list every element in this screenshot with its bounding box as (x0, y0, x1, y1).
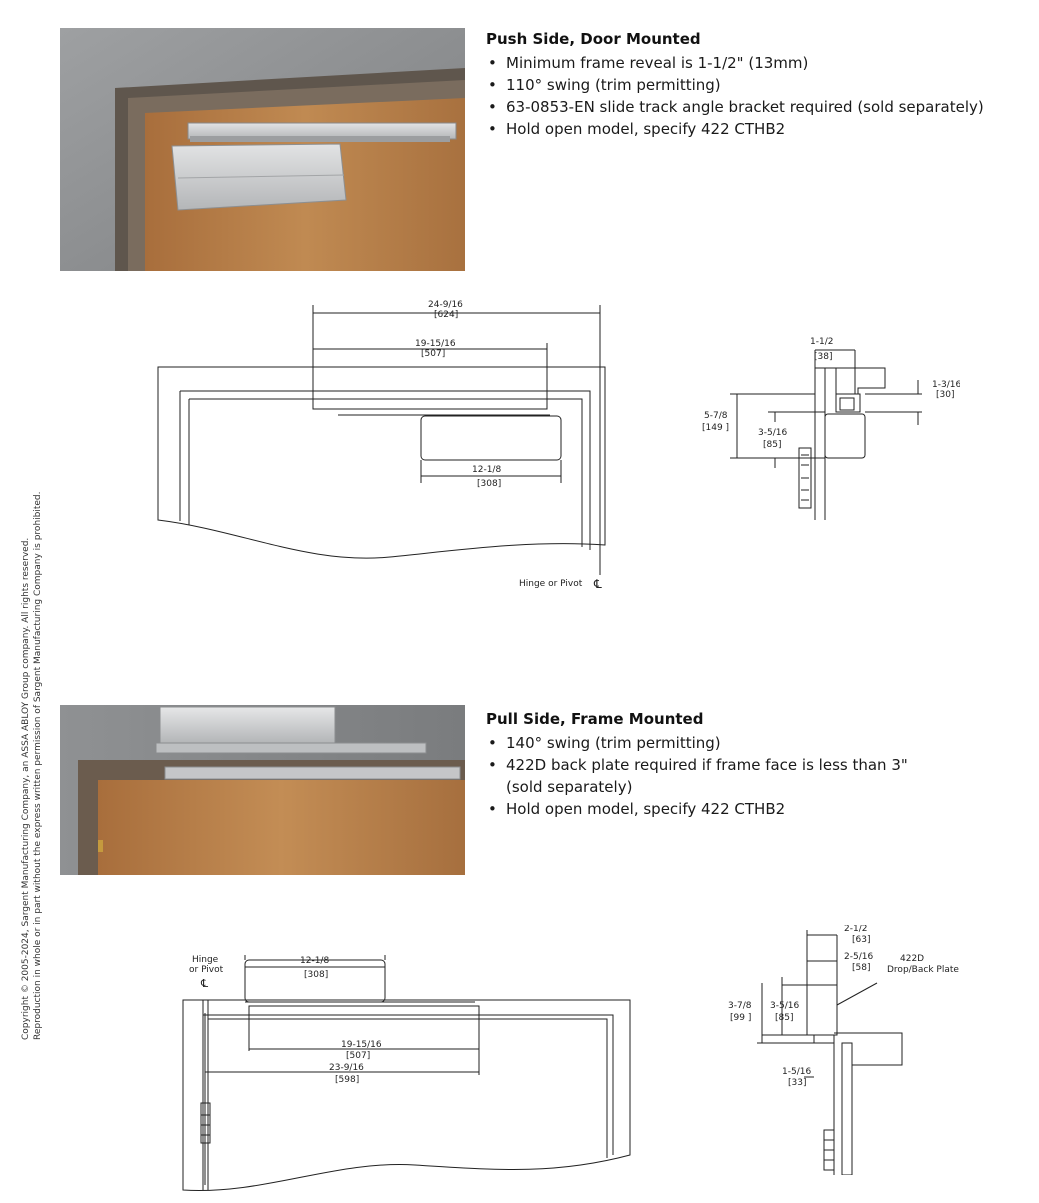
dim-d: 3-5/16 (770, 1001, 799, 1011)
dim-overall-mm: [598] (335, 1075, 359, 1085)
dim-c-mm: [149 ] (702, 423, 729, 433)
dim-closer: 12-1/8 (472, 465, 501, 475)
dim-a-mm: [63] (852, 935, 870, 945)
dim-d: 3-5/16 (758, 428, 787, 438)
dim-overall-mm: [624] (434, 310, 458, 320)
list-item-continuation: (sold separately) (506, 778, 633, 796)
list-item-text: 422D back plate required if frame face i… (506, 756, 908, 774)
dim-track: 19-15/16 (415, 339, 456, 349)
dim-track: 19-15/16 (341, 1040, 382, 1050)
push-side-elevation-drawing: 24-9/16 [624] 19-15/16 [507] 12-1/8 [308… (157, 300, 606, 591)
plate-label-2: Drop/Back Plate (887, 965, 959, 975)
pull-side-elevation-drawing: Hinge or Pivot ℄ 12-1/8 [308] 19-15/16 [… (182, 955, 631, 1191)
push-side-bullets: Minimum frame reveal is 1-1/2" (13mm) 11… (486, 52, 1031, 140)
pull-side-title: Pull Side, Frame Mounted (486, 710, 704, 728)
dim-e: 1-5/16 (782, 1067, 811, 1077)
dim-c: 5-7/8 (704, 411, 728, 421)
dim-e-mm: [33] (788, 1078, 806, 1088)
list-item: Hold open model, specify 422 CTHB2 (486, 118, 1031, 140)
dim-track-mm: [507] (421, 349, 445, 359)
dim-closer: 12-1/8 (300, 956, 329, 966)
copyright-notice: Copyright © 2005-2024, Sargent Manufactu… (20, 491, 60, 1041)
list-item: 422D back plate required if frame face i… (486, 754, 1031, 798)
dim-closer-mm: [308] (304, 970, 328, 980)
dim-track-mm: [507] (346, 1051, 370, 1061)
dim-b-mm: [58] (852, 963, 870, 973)
dim-d-mm: [85] (763, 440, 781, 450)
dim-a: 2-1/2 (844, 925, 867, 934)
hinge-label-1: Hinge (192, 955, 219, 965)
dim-c-mm: [99 ] (730, 1013, 751, 1023)
list-item: 63-0853-EN slide track angle bracket req… (486, 96, 1031, 118)
copyright-line-1: Copyright © 2005-2024, Sargent Manufactu… (21, 537, 31, 1040)
list-item: 140° swing (trim permitting) (486, 732, 1031, 754)
hinge-label: Hinge or Pivot (519, 579, 583, 589)
dim-overall: 24-9/16 (428, 300, 463, 310)
dim-overall: 23-9/16 (329, 1063, 364, 1073)
dim-d-mm: [85] (775, 1013, 793, 1023)
list-item: Minimum frame reveal is 1-1/2" (13mm) (486, 52, 1031, 74)
push-side-section-drawing: 1-1/2 [38] 1-3/16 [30] 5-7/8 [149 ] 3-5/… (702, 337, 960, 520)
pull-side-section-drawing: 2-1/2 [63] 2-5/16 [58] 422D Drop/Back Pl… (728, 925, 959, 1175)
copyright-line-2: Reproduction in whole or in part without… (33, 491, 43, 1041)
dim-b-mm: [30] (936, 390, 954, 400)
centerline-symbol: ℄ (593, 577, 602, 591)
centerline-symbol: ℄ (200, 977, 208, 990)
push-side-title: Push Side, Door Mounted (486, 30, 701, 48)
dim-closer-mm: [308] (477, 479, 501, 489)
plate-label-1: 422D (900, 954, 924, 964)
dim-c: 3-7/8 (728, 1001, 752, 1011)
pull-side-photo (60, 705, 465, 875)
list-item: Hold open model, specify 422 CTHB2 (486, 798, 1031, 820)
list-item: 110° swing (trim permitting) (486, 74, 1031, 96)
dim-a: 1-1/2 (810, 337, 833, 347)
dim-b: 1-3/16 (932, 380, 960, 390)
push-side-photo (60, 28, 465, 271)
dim-b: 2-5/16 (844, 952, 873, 962)
pull-side-bullets: 140° swing (trim permitting) 422D back p… (486, 732, 1031, 820)
dim-a-mm: [38] (814, 352, 832, 362)
hinge-label-2: or Pivot (189, 965, 224, 975)
